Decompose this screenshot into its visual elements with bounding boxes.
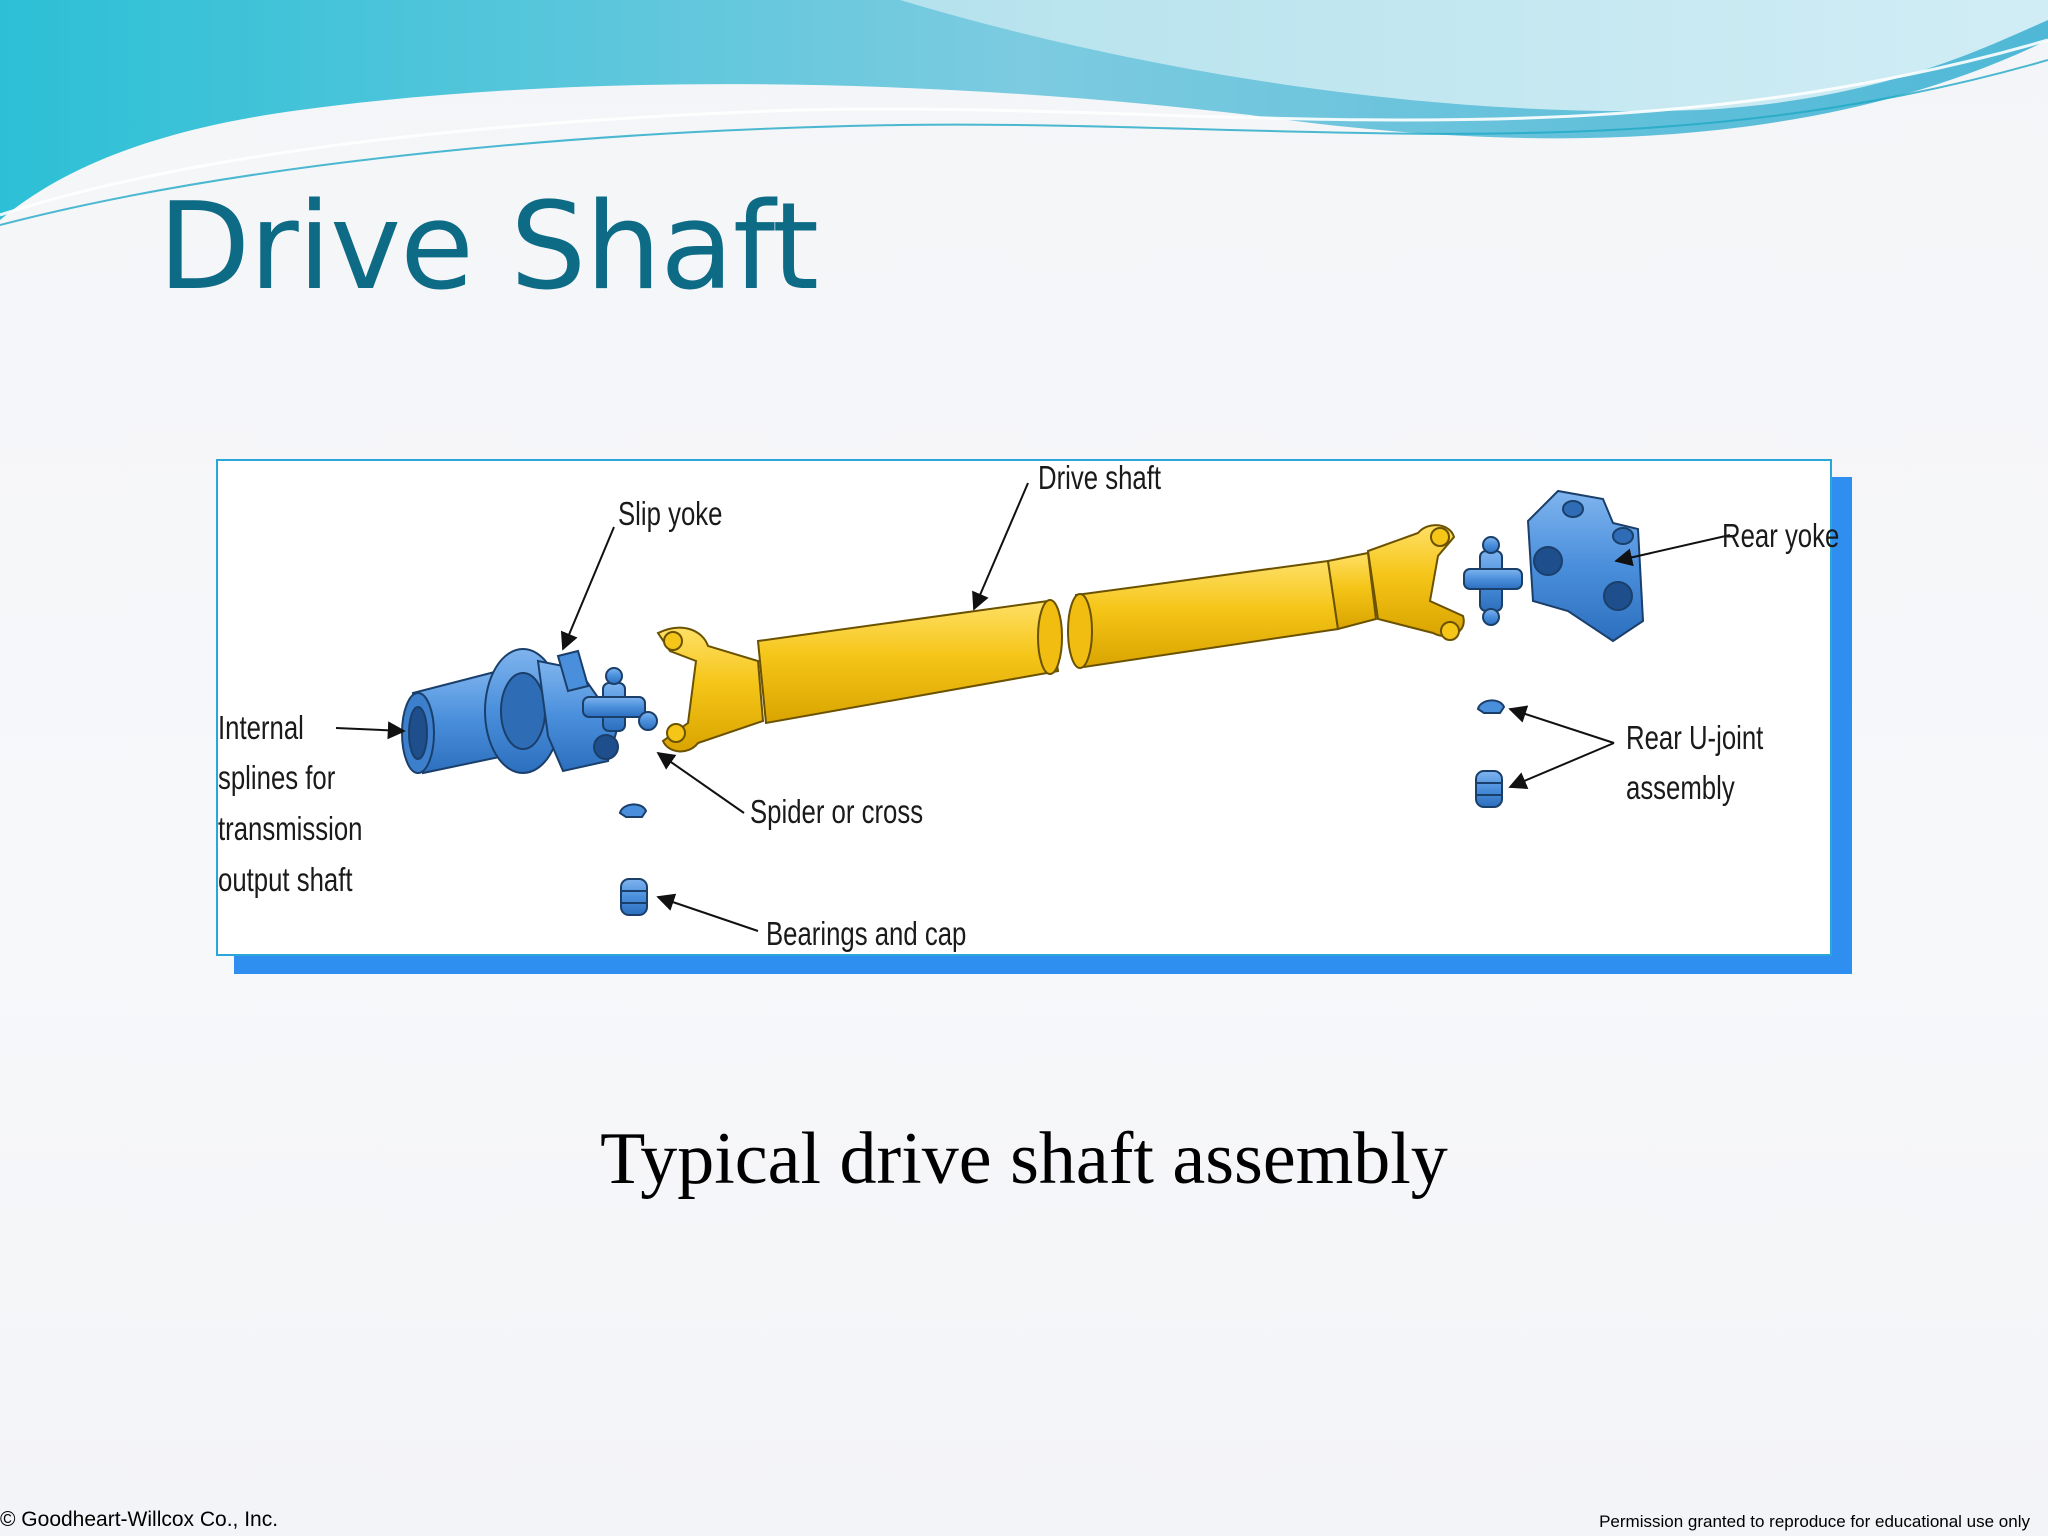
front-bearing-cap xyxy=(620,878,648,916)
drive-shaft-tube-left xyxy=(756,599,1063,725)
rear-spider-part xyxy=(1463,536,1523,626)
label-bearings-and-cap: Bearings and cap xyxy=(766,915,967,952)
slide-title: Drive Shaft xyxy=(158,178,819,317)
figure-caption: Typical drive shaft assembly xyxy=(600,1118,1448,1200)
rear-bearing-cap xyxy=(1475,770,1503,808)
label-drive-shaft: Drive shaft xyxy=(1038,459,1162,496)
header-wave-decoration xyxy=(0,0,2048,226)
drive-shaft-tube-right xyxy=(1067,551,1378,669)
rear-yoke-part xyxy=(1526,489,1645,643)
label-internal-splines-line-1: Internal xyxy=(218,709,304,746)
front-u-joint-clip xyxy=(618,803,648,818)
spider-cross-part xyxy=(582,667,658,732)
label-rear-u-joint-line-2: assembly xyxy=(1626,769,1735,806)
rear-shaft-yoke-part xyxy=(1366,524,1465,641)
permission-notice: Permission granted to reproduce for educ… xyxy=(1599,1512,2030,1531)
label-rear-yoke: Rear yoke xyxy=(1722,517,1840,554)
slip-yoke-part xyxy=(401,648,620,775)
label-internal-splines-line-3: transmission xyxy=(218,810,363,847)
label-spider-or-cross: Spider or cross xyxy=(750,793,924,830)
copyright-notice: © Goodheart-Willcox Co., Inc. xyxy=(0,1508,279,1531)
drive-shaft-diagram: Slip yoke Drive shaft Rear yoke Internal… xyxy=(216,459,1839,956)
label-rear-u-joint-line-1: Rear U-joint xyxy=(1626,719,1764,756)
leader-lines xyxy=(335,482,1731,932)
rear-u-joint-clip xyxy=(1476,699,1506,714)
label-slip-yoke: Slip yoke xyxy=(618,495,723,532)
drive-shaft-illustration xyxy=(335,482,1731,932)
label-internal-splines-line-4: output shaft xyxy=(218,861,353,898)
front-yoke-part xyxy=(656,626,765,753)
label-internal-splines-line-2: splines for xyxy=(218,759,336,796)
